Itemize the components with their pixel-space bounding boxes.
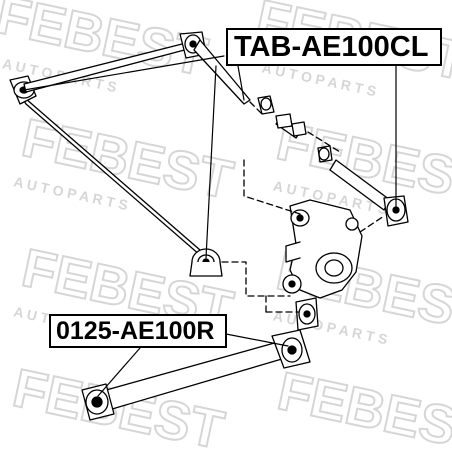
bolt-assembly: [257, 95, 333, 163]
leader-lines: [23, 55, 397, 397]
steering-knuckle: [282, 199, 363, 299]
upper-control-arm: [9, 75, 209, 263]
right-link-rod: [329, 159, 409, 227]
part-number-label-tab-ae100cl: TAB-AE100CL: [226, 28, 442, 66]
knuckle-bushing: [295, 297, 319, 331]
part-number-label-0125-ae100r: 0125-AE100R: [49, 314, 227, 348]
assembly-guide-lines: [221, 101, 385, 313]
upper-lateral-link: [23, 31, 251, 105]
lower-control-arm: [81, 329, 311, 421]
arm-bushing-lower: [189, 248, 223, 277]
